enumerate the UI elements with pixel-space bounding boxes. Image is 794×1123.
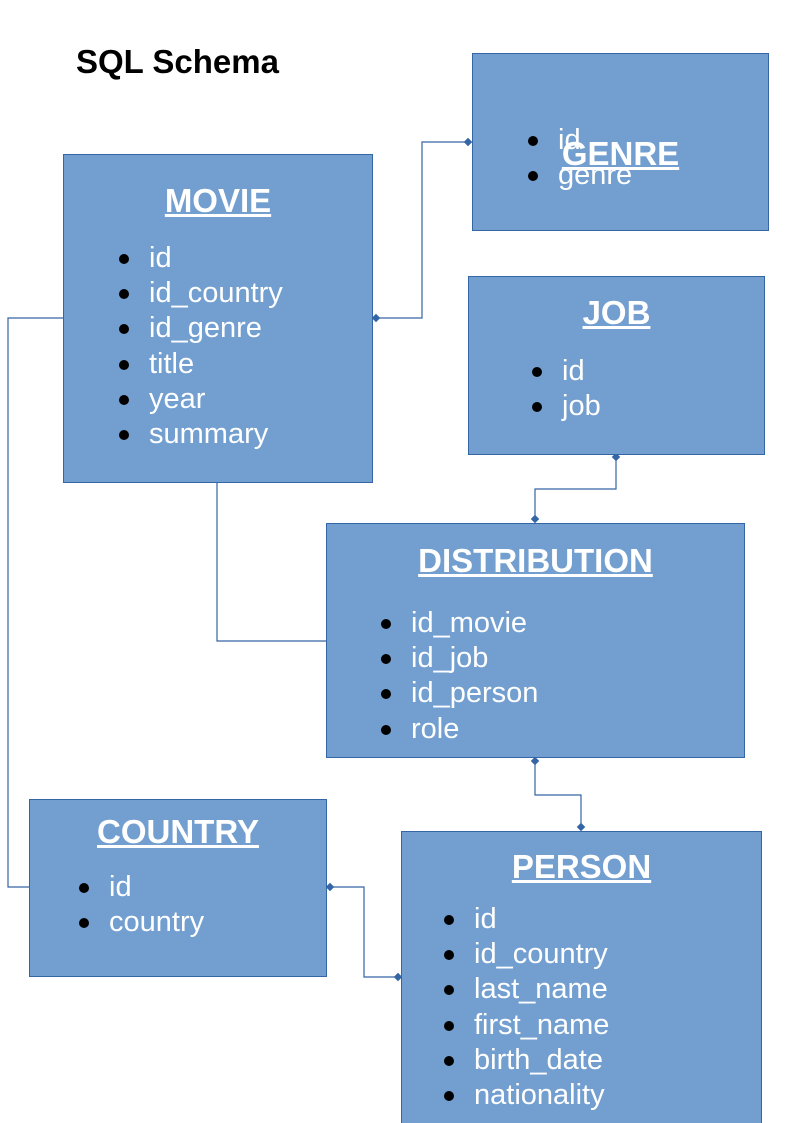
table-movie[interactable]: MOVIE id id_country id_genre title year …: [63, 154, 373, 483]
table-genre[interactable]: GENRE id genre: [472, 53, 769, 231]
page-title: SQL Schema: [76, 43, 279, 80]
field-item: job: [532, 389, 601, 424]
table-distribution[interactable]: DISTRIBUTION id_movie id_job id_person r…: [326, 523, 745, 758]
field-item: id: [444, 902, 609, 937]
connector-end-marker: [576, 822, 586, 832]
field-item: genre: [528, 158, 632, 193]
table-title-person: PERSON: [511, 848, 652, 885]
connector-end-marker: [530, 756, 540, 766]
field-item: first_name: [444, 1008, 609, 1043]
field-list-job: id job: [532, 354, 601, 424]
table-country[interactable]: COUNTRY id country: [29, 799, 327, 977]
connector-end-marker: [393, 972, 403, 982]
connector-distribution-person[interactable]: [534, 761, 582, 827]
field-item: id_genre: [119, 311, 283, 346]
connector-end-marker: [530, 514, 540, 524]
table-title-movie: MOVIE: [164, 182, 272, 219]
field-item: country: [79, 905, 204, 940]
field-item: id_movie: [381, 606, 538, 641]
connector-movie-distribution[interactable]: [216, 483, 326, 642]
field-item: summary: [119, 417, 283, 452]
field-item: last_name: [444, 972, 609, 1007]
connector-end-marker: [463, 137, 473, 147]
field-list-distribution: id_movie id_job id_person role: [381, 606, 538, 747]
connector-job-distribution[interactable]: [534, 457, 617, 519]
field-list-genre: id genre: [528, 123, 632, 193]
field-list-movie: id id_country id_genre title year summar…: [119, 241, 283, 452]
field-item: nationality: [444, 1078, 609, 1113]
table-title-job: JOB: [582, 294, 651, 331]
table-title-genre: GENRE: [561, 135, 680, 172]
field-item: id_country: [444, 937, 609, 972]
table-title-distribution: DISTRIBUTION: [418, 542, 653, 579]
connector-end-marker: [371, 313, 381, 323]
field-item: id_job: [381, 641, 538, 676]
table-person[interactable]: PERSON id id_country last_name first_nam…: [401, 831, 762, 1123]
field-item: birth_date: [444, 1043, 609, 1078]
connector-end-marker: [325, 882, 335, 892]
connector-movie-genre[interactable]: [376, 141, 468, 319]
connector-country-person[interactable]: [330, 886, 398, 978]
connector-movie-country[interactable]: [7, 317, 63, 888]
table-job[interactable]: JOB id job: [468, 276, 765, 455]
field-item: id_country: [119, 276, 283, 311]
field-item: id_person: [381, 676, 538, 711]
field-item: year: [119, 382, 283, 417]
field-item: id: [79, 870, 204, 905]
field-item: role: [381, 712, 538, 747]
field-list-person: id id_country last_name first_name birth…: [444, 902, 609, 1113]
field-item: id: [528, 123, 632, 158]
table-title-country: COUNTRY: [97, 813, 259, 850]
field-item: id: [532, 354, 601, 389]
field-item: id: [119, 241, 283, 276]
field-list-country: id country: [79, 870, 204, 940]
field-item: title: [119, 347, 283, 382]
